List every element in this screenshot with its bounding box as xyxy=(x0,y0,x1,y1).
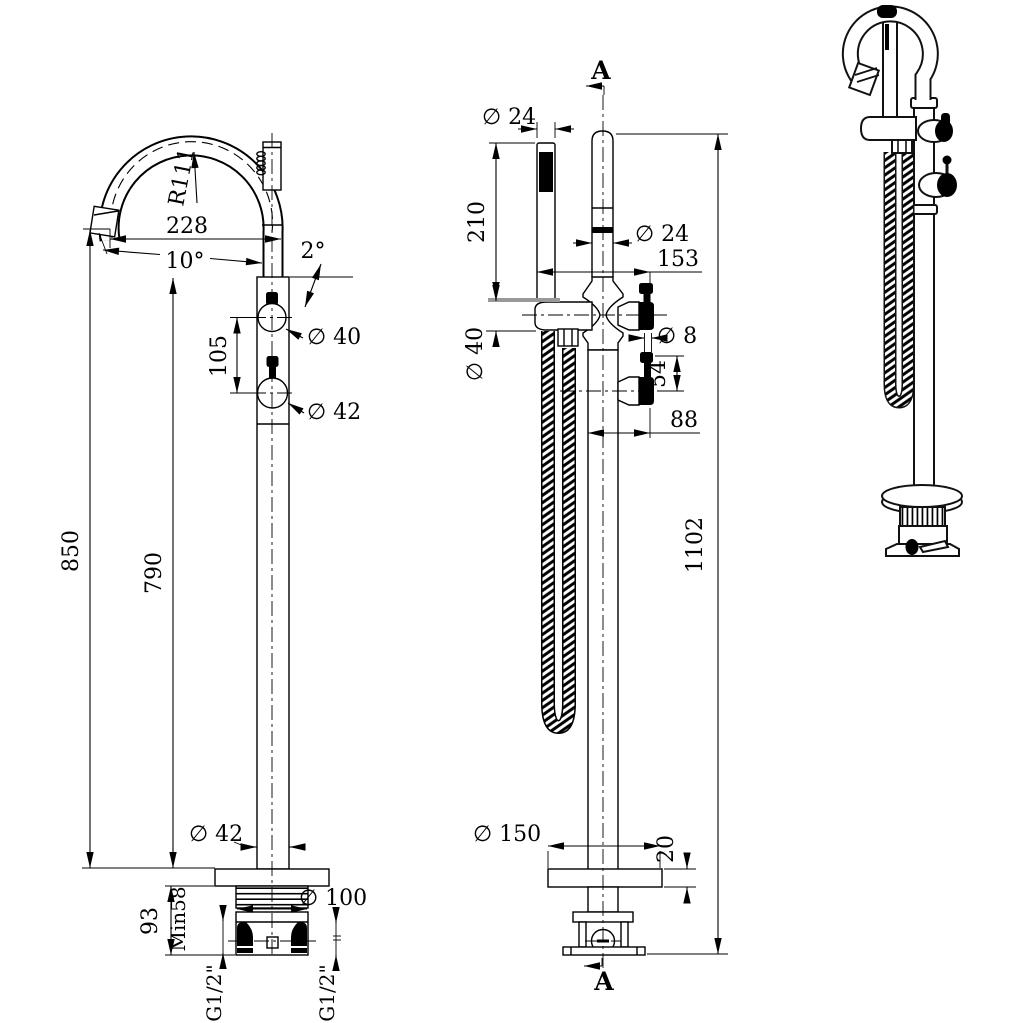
dim-handle-spacing: 105 xyxy=(207,335,232,377)
section-label-bottom: A xyxy=(593,967,614,996)
dim-under-floor-depth: 93 xyxy=(138,907,163,935)
dim-base-diameter: ∅ 100 xyxy=(299,886,367,911)
section-top-handle xyxy=(617,283,654,331)
dim-handle-offset: 88 xyxy=(670,408,698,433)
dim-inlet-right: G1/2" xyxy=(315,964,339,1021)
bottom-handle-knob xyxy=(266,356,279,367)
dim-spout-reach: 228 xyxy=(166,214,208,239)
spray-face xyxy=(539,152,553,192)
dim-column-diameter: ∅ 42 xyxy=(189,822,243,847)
dim-min-floor-depth: Min58 xyxy=(166,886,190,951)
column-3d xyxy=(913,98,935,495)
holder-3d xyxy=(859,116,917,141)
shower-hose-3d xyxy=(883,152,915,409)
section-dimensions: A ∅ 24 210 ∅ 24 153 ∅ 40 ∅ 8 xyxy=(463,56,728,996)
dim-body-height: 790 xyxy=(142,552,167,594)
hose-nut xyxy=(557,328,579,347)
shower-hose xyxy=(541,328,579,735)
dim-overall-height: 1102 xyxy=(683,517,708,573)
dim-base-plate-diameter: ∅ 150 xyxy=(473,822,541,847)
section-bottom-handle xyxy=(617,352,654,406)
perspective-view xyxy=(841,5,963,557)
dim-bottom-handle-diameter: ∅ 42 xyxy=(307,400,361,425)
gooseneck-spout xyxy=(89,135,284,279)
dim-base-plate-thickness: 20 xyxy=(654,835,679,863)
clamp-right xyxy=(291,922,307,953)
valve-body-column xyxy=(256,276,290,870)
dim-handshower-offset: 153 xyxy=(657,247,699,272)
handshower-wand xyxy=(536,142,556,301)
front-view: R111 228 10° 2° ∅ 40 105 ∅ 42 850 790 xyxy=(59,133,367,1022)
dim-top-handle-diameter: ∅ 40 xyxy=(307,325,361,350)
dim-body-diameter: ∅ 40 xyxy=(463,327,488,381)
dim-spout-height: 850 xyxy=(59,530,84,572)
section-view: A ∅ 24 210 ∅ 24 153 ∅ 40 ∅ 8 xyxy=(463,56,728,996)
dim-handle-stem-diameter: ∅ 8 xyxy=(657,324,697,349)
clamp-left xyxy=(237,922,253,953)
clamp-lever-3d xyxy=(918,539,950,554)
dim-spout-angle: 10° xyxy=(166,249,205,274)
dim-handshower-diameter: ∅ 24 xyxy=(482,105,536,130)
section-label-top: A xyxy=(590,56,611,85)
dim-inlet-left: G1/2" xyxy=(202,964,226,1021)
gooseneck-3d xyxy=(841,5,939,100)
top-handle-3d xyxy=(917,113,953,143)
dim-deck-angle: 2° xyxy=(301,239,326,264)
dim-handshower-length: 210 xyxy=(465,201,490,243)
front-dimensions: R111 228 10° 2° ∅ 40 105 ∅ 42 850 790 xyxy=(59,146,367,1022)
locknut-3d xyxy=(899,506,946,527)
dim-spout-pipe-diameter: ∅ 24 xyxy=(635,222,689,247)
diverter-cap-3d xyxy=(877,5,897,18)
bottom-handle-3d xyxy=(918,155,957,198)
dim-handle-stem-spacing: 54 xyxy=(646,360,671,388)
spout-riser-pipe xyxy=(591,130,614,277)
base-3d xyxy=(881,484,963,557)
handshower-holder xyxy=(534,301,593,331)
